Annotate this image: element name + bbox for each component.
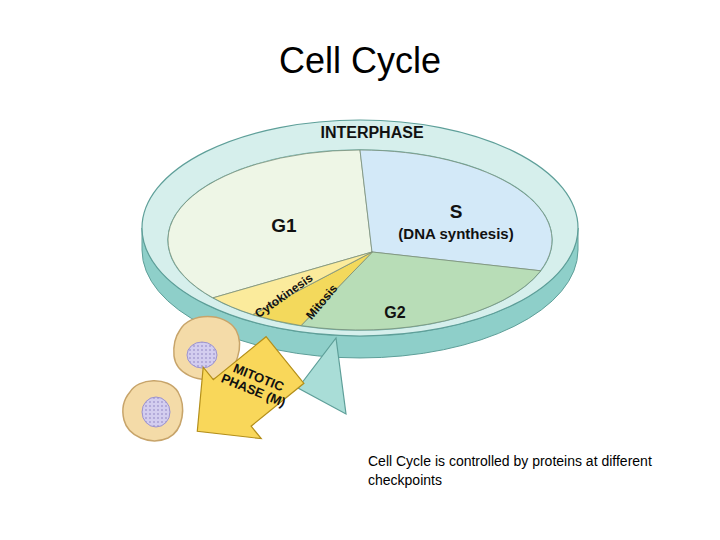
cell-body xyxy=(174,317,240,380)
shape-group xyxy=(360,150,552,271)
ring-inner-edge xyxy=(168,150,552,330)
phase-sector: S (DNA synthesis) xyxy=(360,150,552,271)
phase-label: INTERPHASE xyxy=(320,125,423,142)
phase-sublabel: (DNA synthesis) xyxy=(398,226,513,242)
cytokinesis-wedge: Cytokinesis xyxy=(213,252,372,315)
daughter-cell xyxy=(174,317,240,380)
slide-caption: Cell Cycle is controlled by proteins at … xyxy=(368,452,658,490)
cell-nucleus xyxy=(187,342,217,368)
shape-group xyxy=(197,337,304,439)
sector-shape xyxy=(360,150,552,271)
shape-group xyxy=(142,120,578,414)
mitotic-phase-arrow: MITOTIC PHASE (M) xyxy=(197,336,304,439)
cell-body xyxy=(123,381,183,441)
ring-top xyxy=(142,120,578,336)
daughter-cell xyxy=(123,381,183,441)
slide-title: Cell Cycle xyxy=(0,40,720,82)
arrow-shape xyxy=(197,337,304,439)
phase-label: G1 xyxy=(271,216,296,236)
phase-label: G2 xyxy=(384,305,405,322)
ring-arrowhead xyxy=(298,338,346,414)
cell-nucleus xyxy=(142,397,170,427)
interphase-ring: INTERPHASE G1 S (DNA synthesis) G2 xyxy=(128,112,592,382)
phase-label: S xyxy=(450,202,463,222)
